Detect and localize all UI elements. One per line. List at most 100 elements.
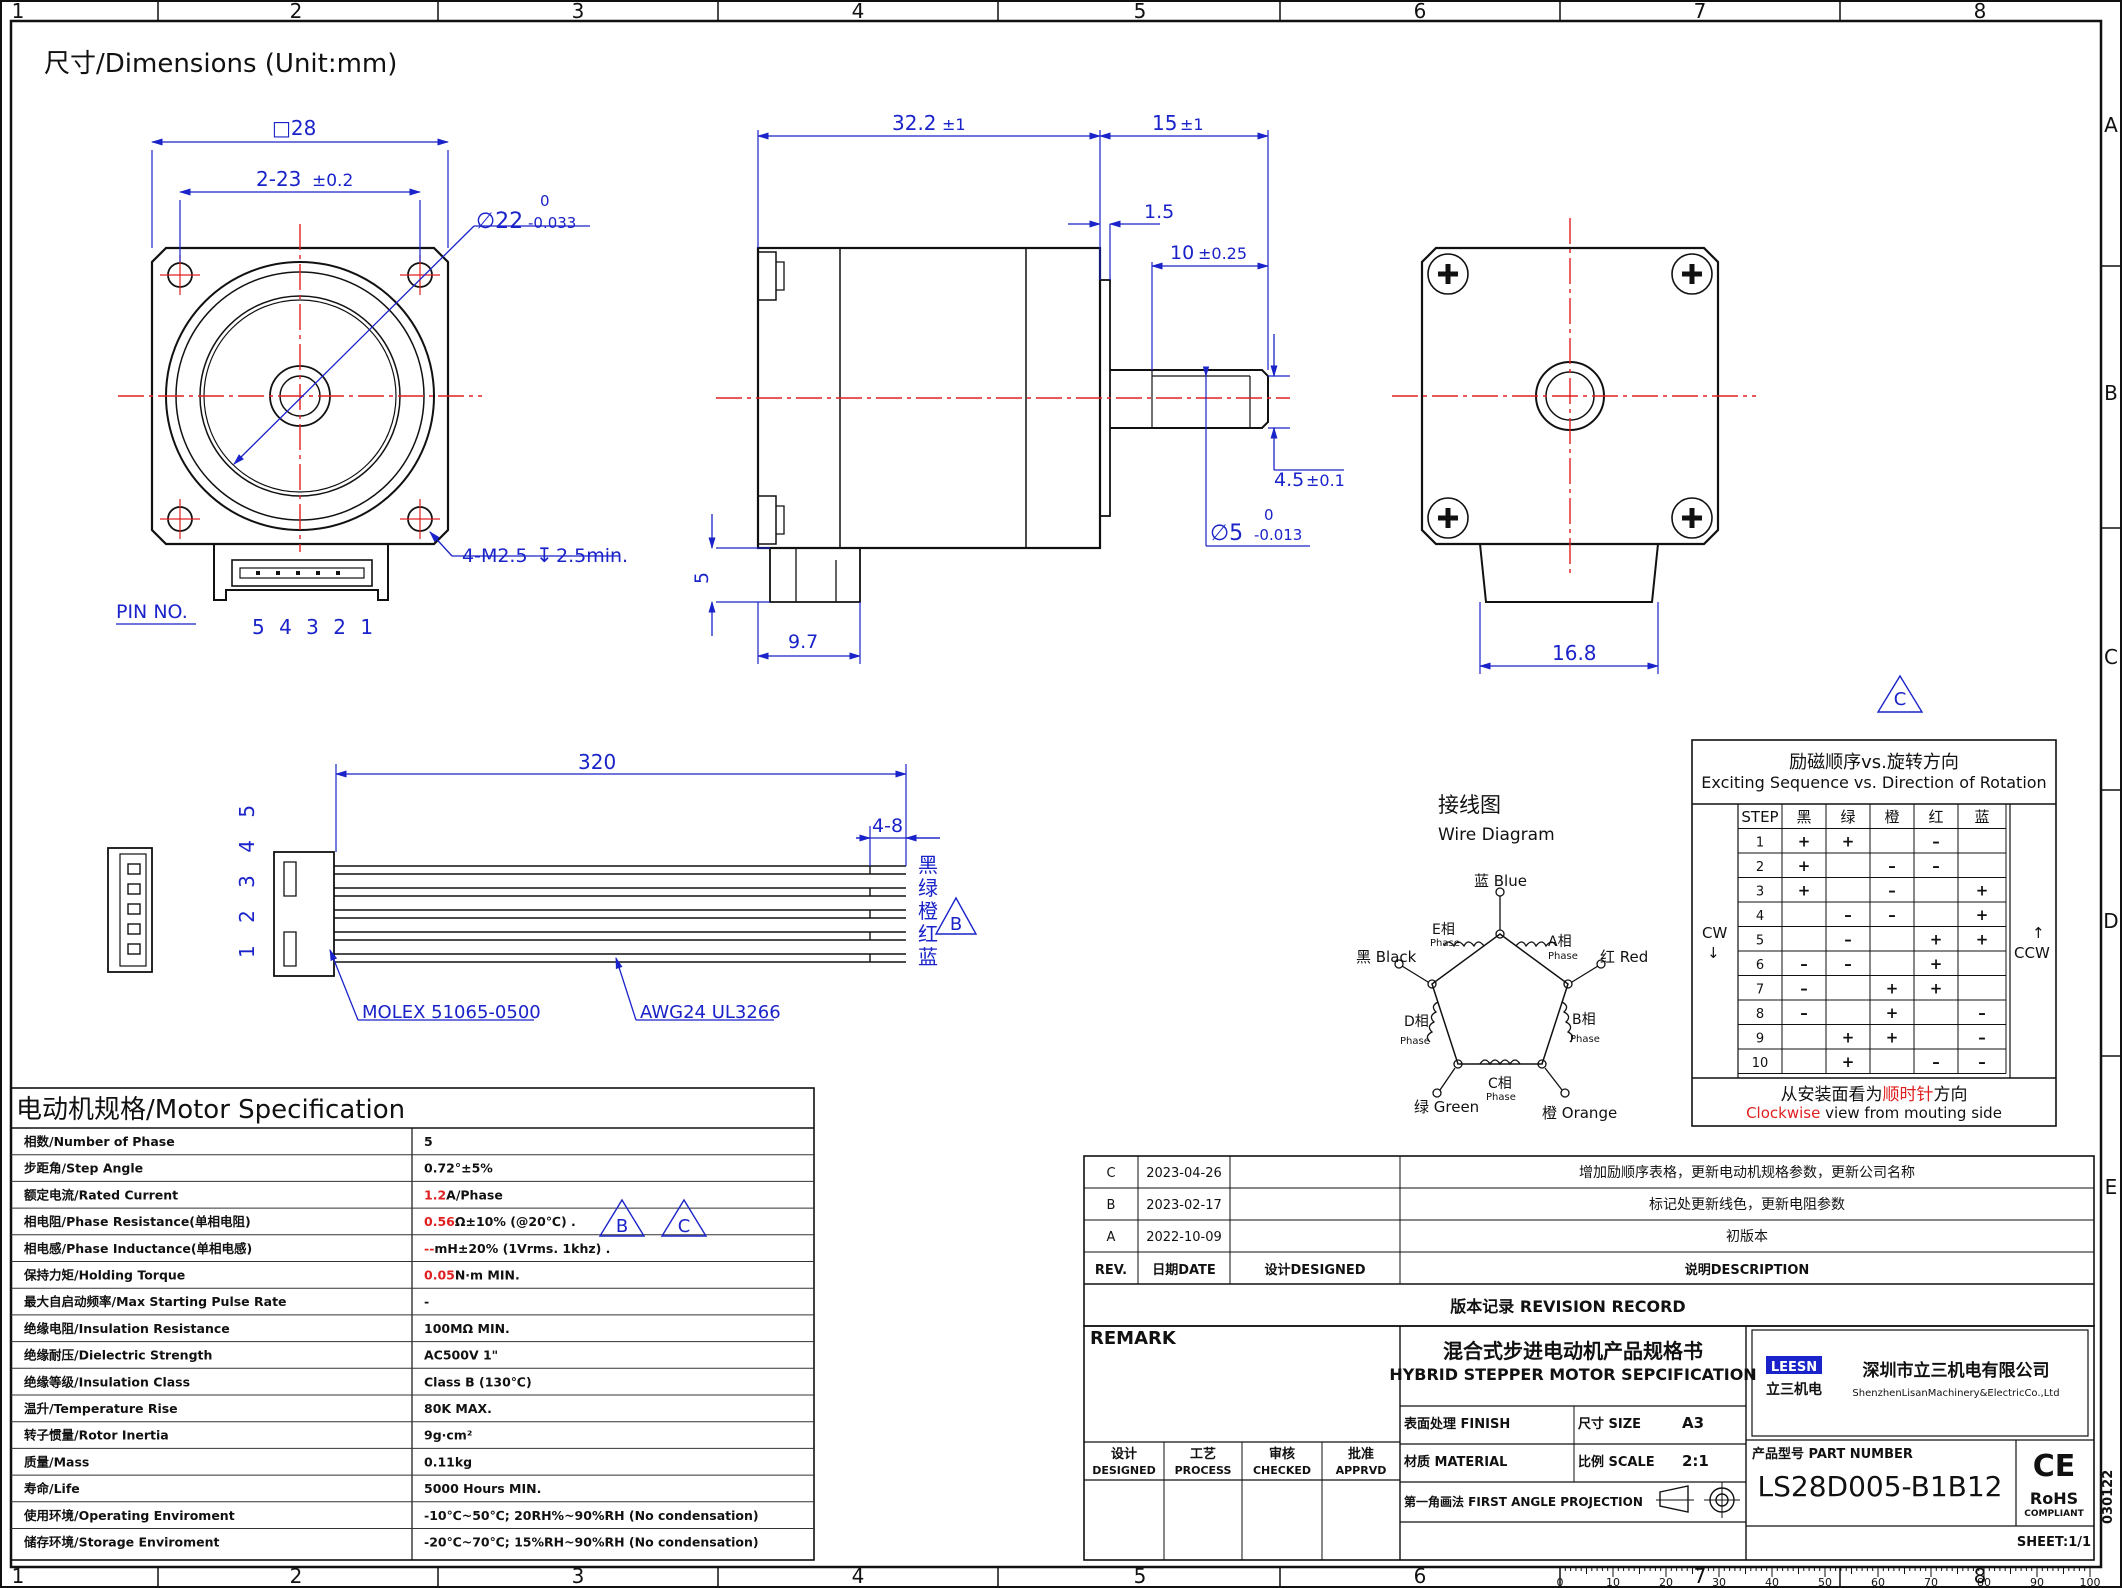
sequence-header: STEP — [1741, 808, 1778, 826]
sequence-cell: + — [1886, 1029, 1899, 1047]
row-label: C — [2104, 645, 2118, 669]
sequence-cell: – — [1888, 857, 1896, 875]
phase-d-label: D相 — [1404, 1014, 1429, 1030]
remark-label: REMARK — [1090, 1328, 1177, 1349]
column-label-bottom: 8 — [1974, 1564, 1987, 1588]
sequence-cell: + — [1798, 882, 1811, 900]
spec-value: 0.05N·m MIN. — [424, 1268, 520, 1283]
sequence-header: 蓝 — [1974, 808, 1989, 826]
ruler-label: 90 — [2030, 1576, 2044, 1588]
spec-value: 0.11kg — [424, 1454, 472, 1469]
ruler-label: 30 — [1712, 1576, 1726, 1588]
column-label-top: 7 — [1694, 0, 1707, 23]
column-label-bottom: 1 — [12, 1564, 25, 1588]
spec-label: 转子惯量/Rotor Inertia — [24, 1428, 169, 1443]
wire-spec-label: AWG24 UL3266 — [640, 1002, 781, 1023]
finish-label: 表面处理 FINISH — [1403, 1416, 1510, 1432]
flat-depth-label: 4.5 — [1274, 469, 1304, 491]
spec-rev-mark-b: B — [616, 1216, 628, 1237]
rev-mark-b-cable: B — [950, 914, 962, 935]
sequence-cell: – — [1800, 955, 1808, 973]
spec-label: 相数/Number of Phase — [24, 1134, 175, 1149]
spec-title: 电动机规格/Motor Specification — [16, 1095, 405, 1125]
wire-red-label: 红 Red — [1600, 948, 1648, 966]
ruler-label: 20 — [1659, 1576, 1673, 1588]
sign-en: DESIGNED — [1092, 1464, 1156, 1477]
shaft-tol-upper: 0 — [1264, 506, 1274, 524]
wire-diagram — [1394, 887, 1606, 1098]
projection-label: 第一角画法 FIRST ANGLE PROJECTION — [1404, 1494, 1643, 1509]
spec-label: 绝缘耐压/Dielectric Strength — [24, 1348, 212, 1363]
size-value: A3 — [1682, 1414, 1704, 1432]
spec-value: 1.2A/Phase — [424, 1187, 503, 1202]
column-label-bottom: 5 — [1134, 1564, 1147, 1588]
part-number-value: LS28D005-B1B12 — [1758, 1470, 2003, 1503]
phase-b-word: Phase — [1570, 1034, 1600, 1045]
spec-value: Class B (130℃) — [424, 1374, 532, 1389]
rev-header-description: 说明DESCRIPTION — [1685, 1262, 1810, 1278]
phase-c-label: C相 — [1488, 1076, 1512, 1092]
sign-en: PROCESS — [1175, 1464, 1232, 1477]
column-label-bottom: 2 — [290, 1564, 303, 1588]
sequence-header: 黑 — [1796, 808, 1811, 826]
spec-value: -10℃~50℃; 20RH%~90%RH (No condensation) — [424, 1508, 759, 1523]
boss-height-label: 1.5 — [1144, 201, 1174, 223]
sequence-cell: – — [1800, 1004, 1808, 1022]
wire-color-3: 橙 — [918, 899, 938, 923]
spec-value: 5000 Hours MIN. — [424, 1481, 541, 1496]
ruler-label: 0 — [1557, 1576, 1564, 1588]
sequence-cell: – — [1888, 906, 1896, 924]
wire-green-label: 绿 Green — [1414, 1098, 1479, 1116]
column-label-bottom: 3 — [572, 1564, 585, 1588]
phase-e-word: Phase — [1430, 938, 1460, 949]
wire-color-4: 红 — [918, 922, 938, 946]
scale-value: 2:1 — [1682, 1452, 1709, 1470]
sequence-cell: – — [1844, 931, 1852, 949]
spec-value: 80K MAX. — [424, 1401, 492, 1416]
part-number-label: 产品型号 PART NUMBER — [1752, 1446, 1913, 1462]
scale-label: 比例 SCALE — [1578, 1454, 1655, 1470]
rev-description: 初版本 — [1726, 1228, 1768, 1245]
sequence-cell: 3 — [1756, 885, 1764, 900]
product-title-en: HYBRID STEPPER MOTOR SEPCIFICATION — [1389, 1365, 1756, 1384]
sequence-header: 绿 — [1840, 808, 1855, 826]
sequence-cell: – — [1978, 1053, 1986, 1071]
spec-label: 温升/Temperature Rise — [24, 1401, 178, 1416]
flat-depth-tol: ±0.1 — [1306, 471, 1345, 490]
front-view-dimensions — [116, 138, 620, 625]
rear-view — [1392, 218, 1756, 674]
flat-length-tol: ±0.25 — [1198, 244, 1247, 263]
sign-en: APPRVD — [1336, 1464, 1387, 1477]
pilot-tol-upper: 0 — [540, 192, 550, 210]
wire-blue-label: 蓝 Blue — [1474, 872, 1527, 890]
hole-spacing-tol: ±0.2 — [312, 171, 353, 191]
rev-mark-c-sequence: C — [1894, 689, 1907, 710]
wire-orange-label: 橙 Orange — [1542, 1104, 1617, 1122]
sequence-footer-cn: 从安装面看为顺时针方向 — [1781, 1085, 1968, 1105]
spec-label: 步距角/Step Angle — [24, 1161, 143, 1176]
company-logo-cn: 立三机电 — [1766, 1381, 1822, 1398]
sequence-cell: – — [1888, 882, 1896, 900]
spec-value: --mH±20% (1Vrms. 1khz) . — [424, 1241, 610, 1256]
spec-label: 寿命/Life — [24, 1481, 80, 1496]
strip-length-label: 4-8 — [872, 815, 903, 837]
wire-color-1: 黑 — [918, 853, 938, 877]
ruler-label: 40 — [1765, 1576, 1779, 1588]
side-view — [716, 246, 1290, 603]
sequence-header: 橙 — [1884, 808, 1899, 826]
ruler-label: 100 — [2080, 1576, 2101, 1588]
sequence-cell: – — [1978, 1029, 1986, 1047]
sequence-cell: + — [1976, 906, 1989, 924]
sequence-cell: 10 — [1752, 1056, 1769, 1071]
column-label-top: 4 — [852, 0, 865, 23]
ruler-label: 50 — [1818, 1576, 1832, 1588]
spec-label: 质量/Mass — [24, 1454, 89, 1469]
shaft-dia-label: ∅5 — [1210, 521, 1243, 546]
rev-date: 2022-10-09 — [1146, 1230, 1222, 1245]
sequence-cell: – — [1844, 955, 1852, 973]
sequence-cell: + — [1798, 833, 1811, 851]
document-code: 030122 — [2101, 1470, 2116, 1524]
